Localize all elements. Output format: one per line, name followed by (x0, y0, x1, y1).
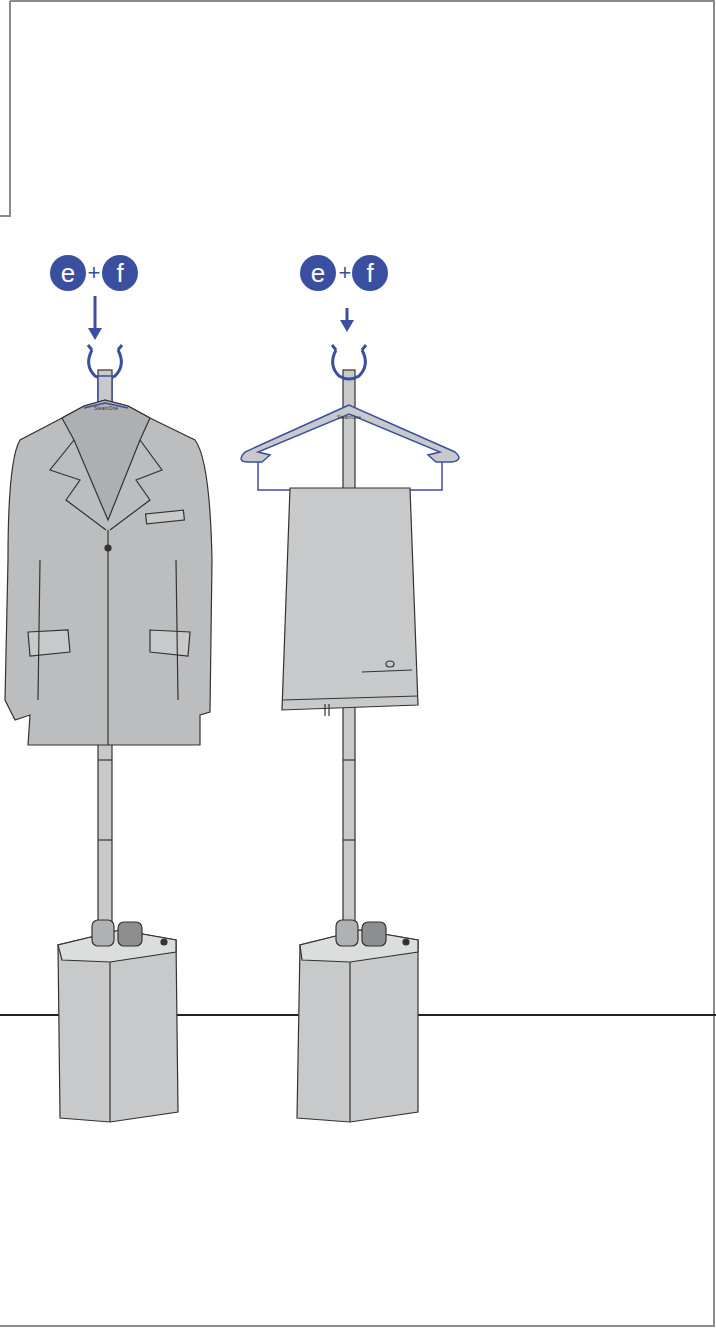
callout-letter: e (311, 260, 325, 286)
callout-circle: e (50, 255, 86, 291)
brand-text: SteamOne (94, 406, 118, 411)
plus-sign: + (339, 262, 352, 284)
callout-circle: f (352, 255, 388, 291)
callout-circle: f (102, 255, 138, 291)
callout-letter: f (366, 260, 373, 286)
callout-letter: e (61, 260, 75, 286)
brand-text: SteamOne (337, 415, 361, 420)
callout-letter: f (116, 260, 123, 286)
plus-sign: + (88, 262, 101, 284)
callout-circle: e (300, 255, 336, 291)
